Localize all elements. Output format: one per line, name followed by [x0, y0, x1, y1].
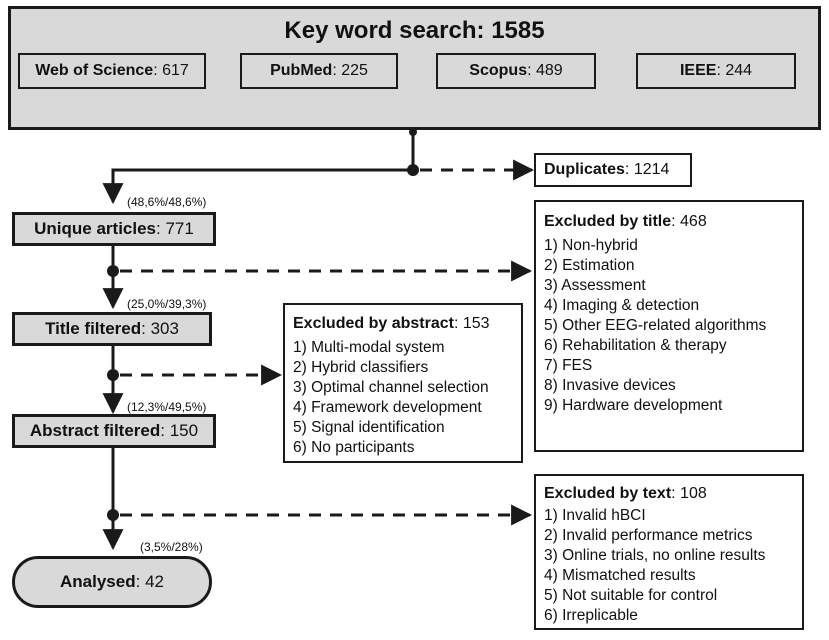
stage-title-filtered: Title filtered: 303 [12, 312, 212, 346]
list-item: 3) Optimal channel selection [293, 379, 489, 396]
list-item: 5) Signal identification [293, 419, 445, 436]
excluded-by-title-list: 1) Non-hybrid 2) Estimation 3) Assessmen… [544, 236, 794, 416]
stage-abstract-filtered: Abstract filtered: 150 [12, 414, 216, 448]
stage-analysed: Analysed: 42 [12, 556, 212, 608]
excluded-by-text-box: Excluded by text: 108 1) Invalid hBCI 2)… [534, 474, 804, 630]
list-item: 7) FES [544, 357, 593, 374]
list-item: 4) Mismatched results [544, 567, 696, 584]
excluded-by-abstract-box: Excluded by abstract: 153 1) Multi-modal… [283, 303, 523, 463]
stage-abstract-pct: (12,3%/49,5%) [127, 400, 207, 414]
excluded-by-text-list: 1) Invalid hBCI 2) Invalid performance m… [544, 506, 794, 626]
excluded-by-title-heading: Excluded by title: 468 [544, 213, 707, 230]
excluded-by-abstract-heading: Excluded by abstract: 153 [293, 315, 490, 332]
source-web-of-science: Web of Science: 617 [18, 53, 206, 89]
list-item: 2) Invalid performance metrics [544, 527, 753, 544]
stage-unique-articles: Unique articles: 771 [12, 212, 216, 246]
list-item: 3) Assessment [544, 277, 646, 294]
list-item: 5) Other EEG-related algorithms [544, 317, 767, 334]
source-pubmed: PubMed: 225 [240, 53, 398, 89]
stage-unique-pct: (48,6%/48,6%) [127, 195, 207, 209]
source-scopus: Scopus: 489 [436, 53, 596, 89]
list-item: 2) Estimation [544, 257, 635, 274]
keyword-search-title: Key word search: 1585 [284, 17, 545, 44]
stage-title-pct: (25,0%/39,3%) [127, 297, 207, 311]
list-item: 1) Multi-modal system [293, 339, 445, 356]
duplicates-box: Duplicates: 1214 [534, 153, 692, 187]
stage-analysed-pct: (3,5%/28%) [140, 540, 203, 554]
list-item: 6) Irreplicable [544, 607, 638, 624]
list-item: 4) Framework development [293, 399, 482, 416]
list-item: 6) Rehabilitation & therapy [544, 337, 727, 354]
source-ieee: IEEE: 244 [636, 53, 796, 89]
list-item: 1) Invalid hBCI [544, 507, 646, 524]
excluded-by-title-box: Excluded by title: 468 1) Non-hybrid 2) … [534, 200, 804, 452]
list-item: 6) No participants [293, 439, 415, 456]
excluded-by-text-heading: Excluded by text: 108 [544, 485, 707, 502]
list-item: 2) Hybrid classifiers [293, 359, 429, 376]
list-item: 1) Non-hybrid [544, 237, 638, 254]
excluded-by-abstract-list: 1) Multi-modal system 2) Hybrid classifi… [293, 338, 513, 458]
list-item: 5) Not suitable for control [544, 587, 718, 604]
list-item: 3) Online trials, no online results [544, 547, 766, 564]
list-item: 9) Hardware development [544, 397, 723, 414]
list-item: 8) Invasive devices [544, 377, 676, 394]
list-item: 4) Imaging & detection [544, 297, 700, 314]
